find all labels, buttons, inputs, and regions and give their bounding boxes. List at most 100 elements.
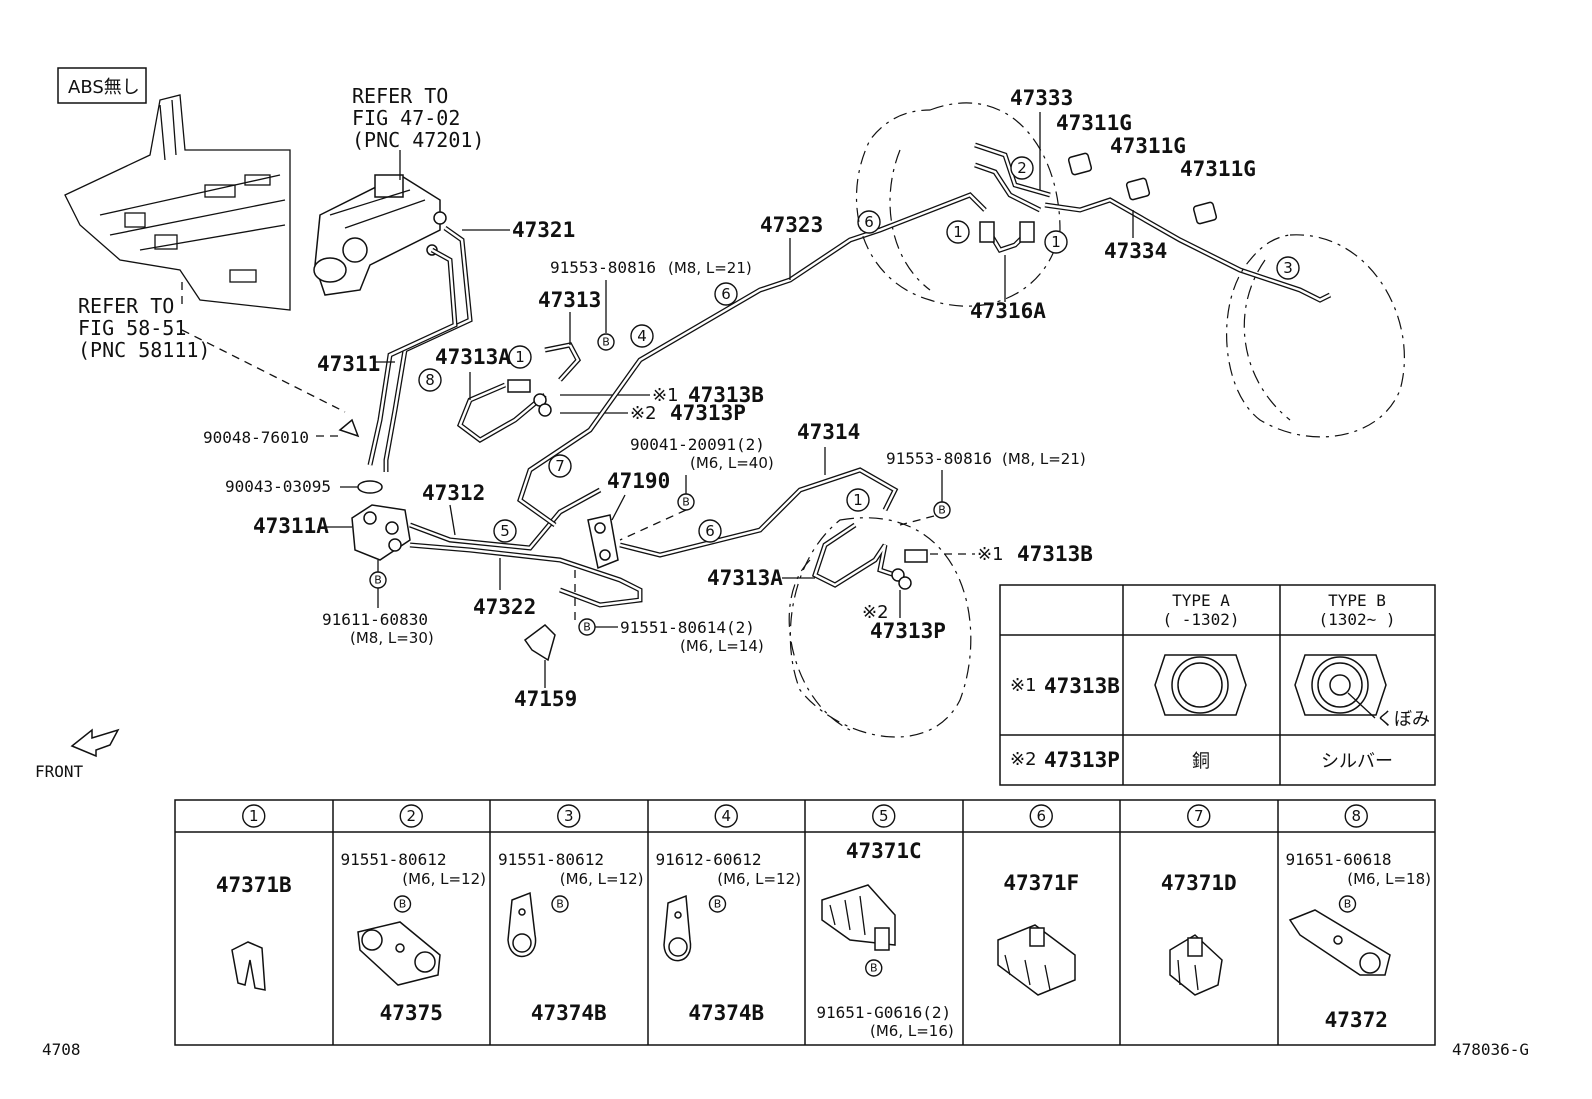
clamp-num: 1: [249, 807, 259, 825]
type-a-header: TYPE A: [1172, 591, 1230, 610]
clamp-47372-icon: [1288, 909, 1391, 976]
label-47311: 47311: [317, 352, 380, 376]
junction-47311A: [351, 504, 411, 561]
label-47321: 47321: [512, 218, 575, 242]
bolt-b-marker: [551, 895, 569, 913]
clamp-47371C-icon: [821, 884, 896, 951]
clamp-table: [174, 799, 1436, 1046]
label-47334: 47334: [1104, 239, 1167, 263]
clamp-part: 47371B: [216, 873, 292, 897]
label-47311A: 47311A: [253, 514, 329, 538]
svg-text:B: B: [374, 574, 382, 587]
svg-text:6: 6: [721, 285, 731, 303]
label-47313A-bottom: 47313A: [707, 566, 783, 590]
label-47311G-3: 47311G: [1180, 157, 1256, 181]
svg-text:2: 2: [1017, 159, 1027, 177]
label-47312: 47312: [422, 481, 485, 505]
bolt-b-letter: B: [870, 962, 878, 975]
clamp-num: 4: [721, 807, 731, 825]
row1-part: 47313B: [1044, 674, 1120, 698]
label-91553-right: 91553-80816: [886, 449, 992, 468]
label-90041: 90041-20091(2): [630, 435, 765, 454]
svg-text:3: 3: [1283, 259, 1293, 277]
svg-text:6: 6: [864, 213, 874, 231]
pipe-47323: [517, 192, 987, 528]
refer-floor-line3: (PNC 58111): [78, 338, 210, 362]
svg-text:7: 7: [555, 457, 565, 475]
grommet-47311G-1: [1067, 152, 1093, 176]
label-91611-spec: (M8, L=30): [350, 629, 434, 647]
svg-text:B: B: [602, 336, 610, 349]
label-47313P-bottom: 47313P: [870, 619, 946, 643]
svg-text:B: B: [682, 496, 690, 509]
label-91551-mid: 91551-80614(2): [620, 618, 755, 637]
front-wheel-outline: [789, 517, 972, 738]
mark2-bottom: ※2: [862, 602, 889, 623]
clamp-num-circle: [399, 804, 423, 828]
clamp-part: 47374B: [688, 1001, 764, 1025]
pipe-47322: [409, 542, 643, 608]
mark2-top: ※2: [630, 403, 657, 424]
pipe-47312: [409, 487, 602, 551]
label-47159: 47159: [514, 687, 577, 711]
refer-floor-line1: REFER TO: [78, 294, 174, 318]
label-91553-top: 91553-80816: [550, 258, 656, 277]
clamp-bottom-spec: (M6, L=16): [870, 1022, 954, 1040]
bolt-b-letter: B: [556, 898, 564, 911]
label-47313B-top: 47313B: [688, 383, 764, 407]
front-arrow-icon: [70, 728, 120, 758]
abs-tag: ABS無し: [68, 77, 140, 98]
label-91553-top-spec: (M8, L=21): [668, 259, 752, 277]
svg-text:5: 5: [500, 522, 510, 540]
clamp-num: 7: [1194, 807, 1204, 825]
clamp-top-part: 91651-60618: [1286, 850, 1392, 869]
clamp-top-spec: (M6, L=12): [717, 870, 801, 888]
front-label: FRONT: [35, 762, 84, 781]
clamp-top-spec: (M6, L=12): [560, 870, 644, 888]
svg-text:B: B: [938, 504, 946, 517]
clamp-num: 5: [879, 807, 889, 825]
hex-nut-type-b-icon: [1294, 654, 1387, 719]
rear-left-wheel-inner: [889, 149, 931, 291]
clamp-num-circle: [557, 804, 581, 828]
mark1-top: ※1: [652, 385, 679, 406]
bolt-b-letter: B: [714, 898, 722, 911]
block-47190: [587, 514, 619, 570]
row2-mark: ※2: [1010, 749, 1037, 770]
abs-tag-box: [57, 67, 147, 104]
clamp-part: 47371D: [1161, 871, 1237, 895]
clamp-num-circle: [1187, 804, 1211, 828]
floor-panel-illustration: [64, 94, 291, 311]
label-47311G-1: 47311G: [1056, 111, 1132, 135]
label-47316A: 47316A: [970, 299, 1046, 323]
label-47313: 47313: [538, 288, 601, 312]
label-47314: 47314: [797, 420, 860, 444]
label-91551-mid-spec: (M6, L=14): [680, 637, 764, 655]
bolt-b-marker: [1338, 895, 1357, 913]
type-b-header: TYPE B: [1328, 591, 1386, 610]
clamp-num-circle: [1344, 804, 1368, 828]
master-cylinder-illustration: [313, 174, 447, 296]
row2-type-b: シルバー: [1321, 751, 1393, 772]
bracket-47159: [523, 624, 556, 662]
clamp-47375-icon: [357, 921, 441, 986]
clip-47371B-icon: [231, 941, 266, 991]
svg-text:1: 1: [515, 348, 525, 366]
clamp-num: 2: [406, 807, 416, 825]
label-91553-right-spec: (M8, L=21): [1002, 450, 1086, 468]
refer-floor-line2: FIG 58-51: [78, 316, 186, 340]
pipe-47311: [367, 225, 473, 472]
clamp-top-spec: (M6, L=18): [1347, 870, 1431, 888]
rear-left-wheel-outline: [856, 102, 1061, 307]
clamp-47374B-3-icon: [507, 891, 537, 958]
label-90041-spec: (M6, L=40): [690, 454, 774, 472]
type-table: TYPE A ( -1302) TYPE B (1302~ ) ※1 47313…: [999, 584, 1436, 786]
label-47311G-2: 47311G: [1110, 134, 1186, 158]
hex-nut-type-a-icon: [1154, 654, 1247, 716]
svg-text:1: 1: [1051, 233, 1061, 251]
svg-text:8: 8: [425, 371, 435, 389]
svg-text:1: 1: [953, 223, 963, 241]
type-b-range: (1302~ ): [1318, 610, 1395, 629]
